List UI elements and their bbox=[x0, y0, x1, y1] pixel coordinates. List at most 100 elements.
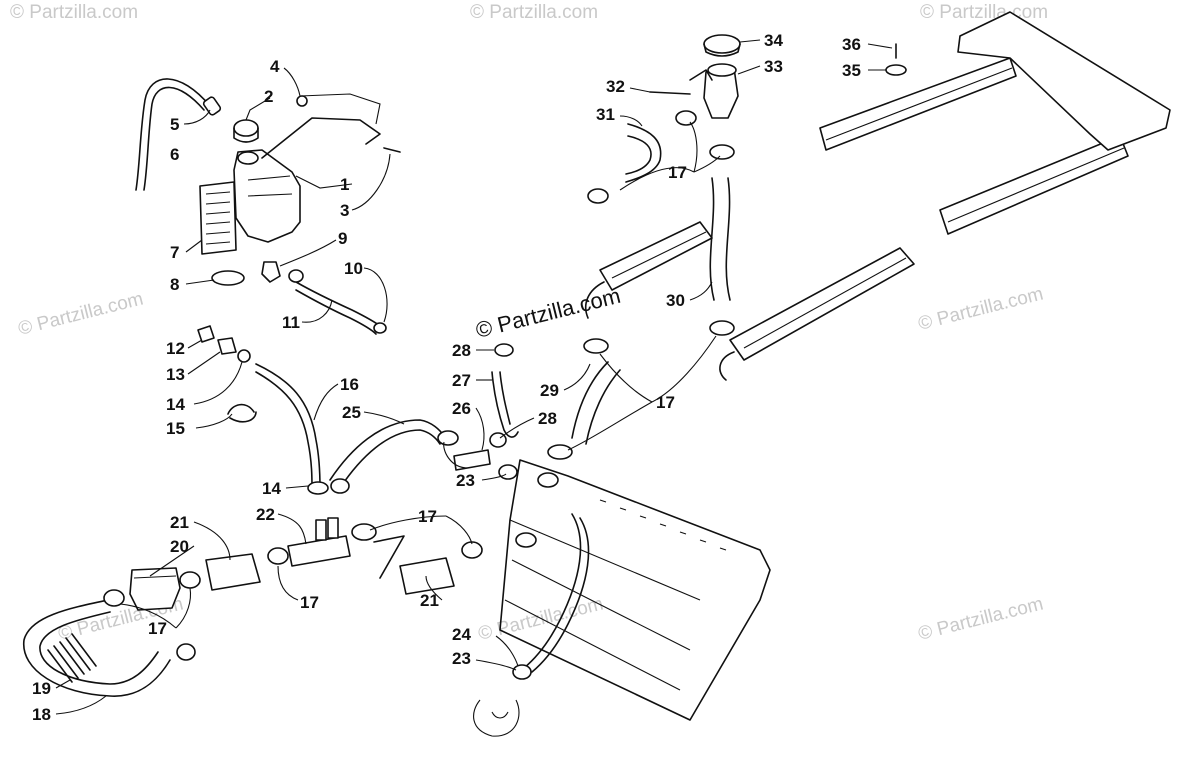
callout-26: 26 bbox=[452, 399, 471, 418]
drain-hose-clamp-upper bbox=[288, 269, 304, 283]
reservoir-outlet-fitting bbox=[261, 261, 281, 283]
leader-17d bbox=[599, 353, 653, 403]
watermark-top-left: © Partzilla.com bbox=[10, 2, 138, 23]
leader-18 bbox=[55, 695, 107, 715]
callout-7: 7 bbox=[170, 243, 179, 262]
watermark-lower-mid: © Partzilla.com bbox=[476, 594, 605, 645]
leader-30 bbox=[689, 281, 713, 301]
callout-10: 10 bbox=[344, 259, 363, 278]
bleed-hose-clamp bbox=[307, 481, 329, 495]
vent-fitting bbox=[202, 96, 222, 116]
callout-17-b: 17 bbox=[148, 619, 167, 638]
filler-hose-clamp-lower bbox=[587, 188, 609, 204]
callout-30: 30 bbox=[666, 291, 685, 310]
coupler-clamp-right bbox=[461, 541, 483, 559]
leader-8 bbox=[185, 279, 215, 285]
callout-11: 11 bbox=[282, 313, 300, 332]
leader-17e2 bbox=[693, 155, 721, 173]
leader-24 bbox=[495, 635, 519, 667]
long-drop-hose bbox=[523, 513, 582, 669]
leader-11 bbox=[301, 299, 333, 323]
drop-hose-clamp bbox=[512, 664, 532, 680]
tunnel-port-lower bbox=[515, 532, 537, 548]
leader-22 bbox=[277, 513, 307, 545]
callout-16: 16 bbox=[340, 375, 359, 394]
reservoir-cap bbox=[233, 119, 259, 137]
reservoir-tank-ribs bbox=[247, 175, 293, 197]
thermostat-housing bbox=[129, 567, 181, 611]
filler-hose-clamp-upper bbox=[675, 110, 697, 126]
reservoir-assembly bbox=[135, 78, 401, 335]
bleed-valve-group bbox=[197, 325, 329, 495]
reservoir-drain-hose-lower bbox=[295, 289, 377, 335]
lower-hose bbox=[23, 599, 171, 697]
leader-32 bbox=[629, 87, 651, 93]
callout-14-lower: 14 bbox=[262, 479, 281, 498]
callout-27: 27 bbox=[452, 371, 471, 390]
exchanger-hose-upper-inner bbox=[725, 177, 731, 301]
callout-28-b: 28 bbox=[538, 409, 557, 428]
leader-16 bbox=[313, 383, 339, 421]
leader-1 bbox=[295, 175, 353, 189]
heat-exchanger-right-elbow bbox=[719, 351, 735, 381]
callout-17-a: 17 bbox=[300, 593, 319, 612]
leader-17d2 bbox=[651, 335, 717, 403]
leader-21a bbox=[193, 521, 231, 561]
callout-31: 31 bbox=[596, 105, 615, 124]
leader-29 bbox=[563, 363, 591, 391]
rail-washer bbox=[885, 64, 907, 76]
lower-left-hose-group bbox=[23, 517, 483, 697]
housing-clamp-left bbox=[103, 589, 125, 607]
callout-23-b: 23 bbox=[452, 649, 471, 668]
corrugated-sleeve bbox=[47, 633, 97, 683]
reservoir-bolt bbox=[383, 147, 401, 153]
leader-17a bbox=[277, 565, 299, 601]
leader-12 bbox=[187, 339, 203, 349]
bleed-fitting bbox=[217, 337, 237, 355]
coupler-sleeve-right bbox=[399, 557, 455, 595]
leader-17b bbox=[119, 603, 177, 629]
callout-5: 5 bbox=[170, 115, 179, 134]
leader-3 bbox=[351, 153, 391, 211]
callout-29: 29 bbox=[540, 381, 559, 400]
reservoir-drain-hose bbox=[295, 281, 381, 327]
callout-15: 15 bbox=[166, 419, 185, 438]
tunnel-ribs bbox=[504, 519, 701, 691]
filler-neck-hose-inner bbox=[625, 135, 652, 175]
tunnel-rivets bbox=[599, 499, 727, 551]
thermostat-housing-edge bbox=[133, 575, 177, 579]
callout-18: 18 bbox=[32, 705, 51, 724]
lower-hose-inner bbox=[39, 611, 159, 685]
leader-17c2 bbox=[369, 515, 447, 531]
watermark-right-lower: © Partzilla.com bbox=[916, 594, 1045, 645]
filler-hose-clamp bbox=[709, 144, 735, 160]
leader-25 bbox=[363, 411, 405, 425]
coupler-clamp-left bbox=[267, 547, 289, 565]
bleed-washer bbox=[237, 349, 251, 363]
callout-25: 25 bbox=[342, 403, 361, 422]
leader-4 bbox=[283, 67, 301, 97]
leader-17e3 bbox=[689, 121, 698, 173]
tee-clamp bbox=[351, 523, 377, 541]
vent-hose-inner bbox=[143, 86, 205, 191]
coupler-sleeve-left bbox=[205, 553, 261, 591]
callout-14: 14 bbox=[166, 395, 185, 414]
heat-exchanger-right bbox=[729, 247, 915, 361]
leader-19 bbox=[55, 679, 71, 689]
callout-21-b: 21 bbox=[420, 591, 439, 610]
center-hose-group bbox=[329, 343, 590, 737]
callout-4: 4 bbox=[270, 57, 280, 76]
warning-decal-text-lines bbox=[205, 191, 231, 245]
leader-20 bbox=[149, 545, 195, 577]
short-hose-inner bbox=[499, 371, 511, 425]
filler-screw bbox=[649, 91, 691, 95]
leader-34 bbox=[739, 39, 761, 43]
exchanger-hose-lower-inner bbox=[585, 369, 621, 445]
long-drop-hose-inner bbox=[531, 517, 590, 673]
tunnel-panel bbox=[499, 459, 771, 721]
callout-13: 13 bbox=[166, 365, 185, 384]
watermark-center: © Partzilla.com bbox=[473, 283, 623, 343]
heat-exchanger-left-elbow bbox=[584, 281, 605, 319]
bypass-clamp-left bbox=[330, 478, 350, 494]
watermark-left: © Partzilla.com bbox=[16, 289, 145, 340]
